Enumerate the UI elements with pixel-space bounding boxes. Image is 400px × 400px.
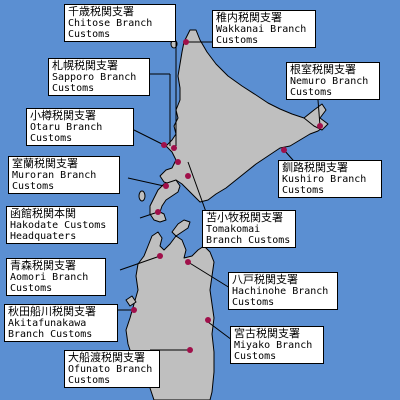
label-hakodate: 函館税関本関 Hakodate Customs Headquaters bbox=[6, 206, 118, 244]
label-hakodate-en2: Headquaters bbox=[10, 231, 77, 242]
label-ofunato: 大船渡税関支署 Ofunato Branch Customs bbox=[64, 350, 160, 388]
nemuro-peninsula bbox=[303, 103, 329, 131]
label-wakkanai: 稚内税関支署 Wakkanai Branch Customs bbox=[212, 10, 316, 48]
label-otaru-en2: Customs bbox=[30, 133, 73, 144]
marker-ofunato[interactable] bbox=[187, 347, 193, 353]
label-kushiro-ja: 釧路税関支署 bbox=[282, 161, 348, 174]
label-sapporo-en1: Sapporo Branch bbox=[52, 72, 137, 83]
leader-nemuro bbox=[317, 99, 321, 127]
marker-kushiro[interactable] bbox=[281, 147, 287, 153]
okushiri-island bbox=[138, 190, 146, 202]
label-muroran-en1: Muroran Branch bbox=[12, 170, 97, 181]
label-aomori: 青森税関支署 Aomori Branch Customs bbox=[6, 258, 106, 296]
label-tomakomai-en2: Branch Customs bbox=[206, 235, 291, 246]
label-ofunato-en2: Customs bbox=[68, 375, 111, 386]
label-miyako-en2: Customs bbox=[234, 351, 277, 362]
label-tomakomai: 苫小牧税関支署 Tomakomai Branch Customs bbox=[202, 210, 296, 248]
marker-nemuro[interactable] bbox=[317, 123, 323, 129]
label-kushiro: 釧路税関支署 Kushiro Branch Customs bbox=[278, 160, 382, 198]
marker-sapporo[interactable] bbox=[171, 145, 177, 151]
label-hachinohe-en2: Customs bbox=[232, 297, 275, 308]
label-hachinohe-en1: Hachinohe Branch bbox=[232, 286, 329, 297]
label-akita-en1: Akitafunakawa bbox=[8, 318, 87, 329]
marker-tomakomai[interactable] bbox=[185, 173, 191, 179]
label-tomakomai-ja: 苫小牧税関支署 bbox=[206, 211, 283, 224]
oga-peninsula bbox=[125, 295, 137, 307]
leader-hachinohe bbox=[187, 261, 231, 289]
label-chitose-en1: Chitose Branch bbox=[68, 18, 153, 29]
label-nemuro-ja: 根室税関支署 bbox=[290, 63, 356, 76]
leader-aomori bbox=[119, 255, 161, 271]
label-nemuro: 根室税関支署 Nemuro Branch Customs bbox=[286, 62, 380, 100]
label-otaru-en1: Otaru Branch bbox=[30, 122, 103, 133]
label-sapporo: 札幌税関支署 Sapporo Branch Customs bbox=[48, 58, 150, 96]
label-wakkanai-en2: Customs bbox=[216, 35, 259, 46]
marker-akita[interactable] bbox=[131, 307, 137, 313]
label-ofunato-ja: 大船渡税関支署 bbox=[68, 351, 145, 364]
label-otaru: 小樽税関支署 Otaru Branch Customs bbox=[26, 108, 134, 146]
label-miyako-en1: Miyako Branch bbox=[234, 340, 313, 351]
hokkaido-landmass bbox=[159, 29, 327, 203]
label-miyako: 宮古税関支署 Miyako Branch Customs bbox=[230, 326, 324, 364]
label-chitose-en2: Customs bbox=[68, 29, 111, 40]
marker-muroran[interactable] bbox=[163, 183, 169, 189]
leader-lines bbox=[118, 41, 321, 351]
label-aomori-ja: 青森税関支署 bbox=[10, 259, 76, 272]
label-nemuro-en2: Customs bbox=[290, 87, 333, 98]
leader-muroran bbox=[127, 177, 165, 187]
marker-hakodate[interactable] bbox=[155, 209, 161, 215]
marker-wakkanai[interactable] bbox=[183, 39, 189, 45]
label-hakodate-ja: 函館税関本関 bbox=[10, 207, 76, 220]
leader-tomakomai bbox=[187, 161, 207, 213]
label-kushiro-en1: Kushiro Branch bbox=[282, 174, 367, 185]
label-akita-en2: Branch Customs bbox=[8, 329, 93, 340]
label-sapporo-en2: Customs bbox=[52, 83, 95, 94]
label-chitose: 千歳税関支署 Chitose Branch Customs bbox=[64, 4, 176, 42]
office-markers bbox=[131, 39, 323, 353]
label-chitose-ja: 千歳税関支署 bbox=[68, 5, 134, 18]
label-kushiro-en2: Customs bbox=[282, 185, 325, 196]
marker-hachinohe[interactable] bbox=[185, 259, 191, 265]
label-aomori-en1: Aomori Branch bbox=[10, 272, 89, 283]
label-muroran-ja: 室蘭税関支署 bbox=[12, 157, 78, 170]
label-hakodate-en1: Hakodate Customs bbox=[10, 220, 107, 231]
label-akita: 秋田船川税関支署 Akitafunakawa Branch Customs bbox=[4, 304, 118, 342]
leader-miyako bbox=[207, 321, 233, 341]
label-nemuro-en1: Nemuro Branch bbox=[290, 76, 369, 87]
marker-otaru[interactable] bbox=[161, 142, 167, 148]
label-muroran: 室蘭税関支署 Muroran Branch Customs bbox=[8, 156, 120, 194]
label-akita-ja: 秋田船川税関支署 bbox=[8, 305, 96, 318]
label-hachinohe: 八戸税関支署 Hachinohe Branch Customs bbox=[228, 272, 338, 310]
label-muroran-en2: Customs bbox=[12, 181, 55, 192]
shimokita-peninsula bbox=[171, 219, 191, 237]
marker-chitose[interactable] bbox=[175, 159, 181, 165]
label-ofunato-en1: Ofunato Branch bbox=[68, 364, 153, 375]
marker-miyako[interactable] bbox=[205, 317, 211, 323]
label-wakkanai-en1: Wakkanai Branch bbox=[216, 24, 307, 35]
leader-hakodate bbox=[139, 211, 159, 219]
marker-aomori[interactable] bbox=[157, 253, 163, 259]
label-sapporo-ja: 札幌税関支署 bbox=[52, 59, 118, 72]
label-tomakomai-en1: Tomakomai bbox=[206, 224, 261, 235]
label-wakkanai-ja: 稚内税関支署 bbox=[216, 11, 282, 24]
label-otaru-ja: 小樽税関支署 bbox=[30, 109, 96, 122]
label-miyako-ja: 宮古税関支署 bbox=[234, 327, 300, 340]
label-hachinohe-ja: 八戸税関支署 bbox=[232, 273, 298, 286]
leader-otaru bbox=[133, 129, 163, 145]
label-aomori-en2: Customs bbox=[10, 283, 53, 294]
